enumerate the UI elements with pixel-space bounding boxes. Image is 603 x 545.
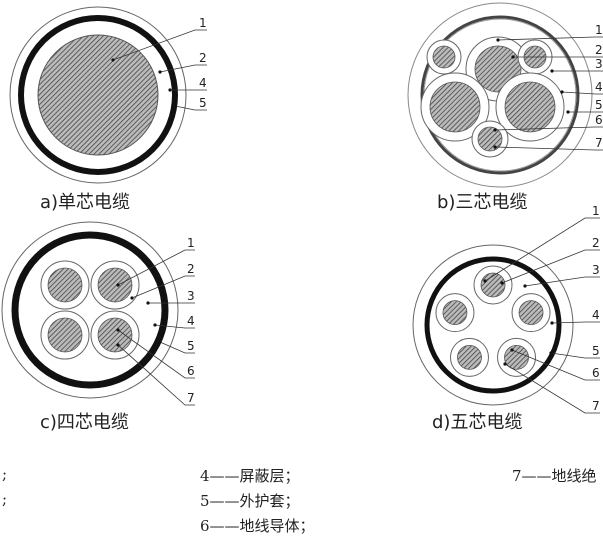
conductor: [432, 45, 456, 69]
leader-dot: [116, 328, 120, 332]
leader-dot: [566, 110, 570, 114]
leader-line: [112, 29, 207, 61]
label-7: 7: [187, 391, 195, 405]
leader-line: [117, 344, 195, 406]
leader-line: [159, 64, 207, 73]
label-3: 3: [187, 289, 195, 303]
leader-dot: [503, 362, 507, 366]
conductor: [47, 267, 83, 303]
leader-line: [511, 349, 600, 381]
leader-dot: [158, 70, 162, 74]
conductor: [429, 81, 481, 133]
shield-layer: [11, 231, 169, 389]
leader-dot: [496, 38, 500, 42]
leader-line: [174, 105, 207, 111]
leader-dot: [116, 283, 120, 287]
leader-dot: [116, 343, 120, 347]
label-5: 5: [187, 339, 195, 353]
label-4: 4: [592, 308, 600, 322]
leader-dot: [158, 340, 162, 344]
conductor: [37, 34, 159, 156]
label-5: 5: [592, 344, 600, 358]
legend-item-sheath: 5——外护套；: [200, 492, 300, 510]
conductor: [457, 344, 482, 370]
legend-item-ground-conductor: 6——地线导体；: [200, 517, 315, 535]
label-4: 4: [199, 76, 207, 90]
label-4: 4: [595, 80, 603, 94]
conductor: [97, 267, 133, 303]
label-4: 4: [187, 314, 195, 328]
caption-single-core: a)单芯电缆: [40, 192, 131, 213]
leader-dot: [500, 281, 504, 285]
leader-dot: [510, 348, 514, 352]
leader-line: [117, 249, 195, 286]
legend-item: ;: [2, 490, 8, 508]
leader-line: [131, 275, 195, 299]
leader-dot: [493, 145, 497, 149]
conductor: [504, 81, 556, 133]
leader-line: [494, 146, 603, 151]
leader-line: [561, 91, 603, 95]
leader-dot: [111, 58, 115, 62]
label-2: 2: [199, 51, 207, 65]
leader-dot: [560, 90, 564, 94]
conductor: [480, 272, 506, 298]
leader-dot: [173, 104, 177, 108]
leader-dot: [483, 279, 487, 283]
legend-item-ground-insulation: 7——地线绝: [512, 467, 597, 485]
conductor: [442, 300, 468, 326]
legend-item: ;: [2, 465, 8, 483]
leader-line: [504, 363, 600, 414]
label-6: 6: [592, 366, 600, 380]
leader-line: [524, 276, 600, 287]
label-6: 6: [595, 113, 603, 127]
caption-three-core: b)三芯电缆: [437, 192, 528, 213]
legend-item-shield: 4——屏蔽层；: [200, 467, 300, 485]
label-7: 7: [592, 399, 600, 413]
label-1: 1: [199, 16, 207, 30]
leader-line: [497, 36, 603, 41]
conductor: [518, 300, 544, 326]
label-3: 3: [592, 263, 600, 277]
leader-dot: [146, 301, 150, 305]
conductor: [47, 317, 83, 353]
leader-line: [159, 341, 195, 354]
leader-line: [117, 329, 195, 379]
leader-dot: [493, 128, 497, 132]
leader-line: [550, 352, 600, 359]
conductor: [97, 317, 133, 353]
label-1: 1: [595, 23, 603, 37]
label-2: 2: [592, 236, 600, 250]
leader-dot: [153, 323, 157, 327]
leader-dot: [523, 284, 527, 288]
label-2: 2: [595, 43, 603, 57]
leader-dot: [550, 69, 554, 73]
label-2: 2: [187, 262, 195, 276]
leader-dot: [511, 55, 515, 59]
leader-dot: [168, 88, 172, 92]
label-1: 1: [187, 236, 195, 250]
leader-line: [501, 249, 600, 284]
leader-dot: [550, 321, 554, 325]
label-5: 5: [595, 98, 603, 112]
conductor: [477, 126, 503, 152]
leader-dot: [549, 351, 553, 355]
leader-line: [154, 324, 195, 329]
label-7: 7: [595, 136, 603, 150]
label-3: 3: [595, 57, 603, 71]
caption-four-core: c)四芯电缆: [40, 412, 129, 433]
leader-line: [494, 126, 603, 131]
caption-five-core: d)五芯电缆: [432, 412, 523, 433]
conductor: [504, 344, 529, 370]
label-6: 6: [187, 364, 195, 378]
label-5: 5: [199, 96, 207, 110]
label-1: 1: [592, 204, 600, 218]
leader-dot: [130, 296, 134, 300]
leader-line: [551, 321, 600, 324]
leader-line: [484, 217, 600, 282]
